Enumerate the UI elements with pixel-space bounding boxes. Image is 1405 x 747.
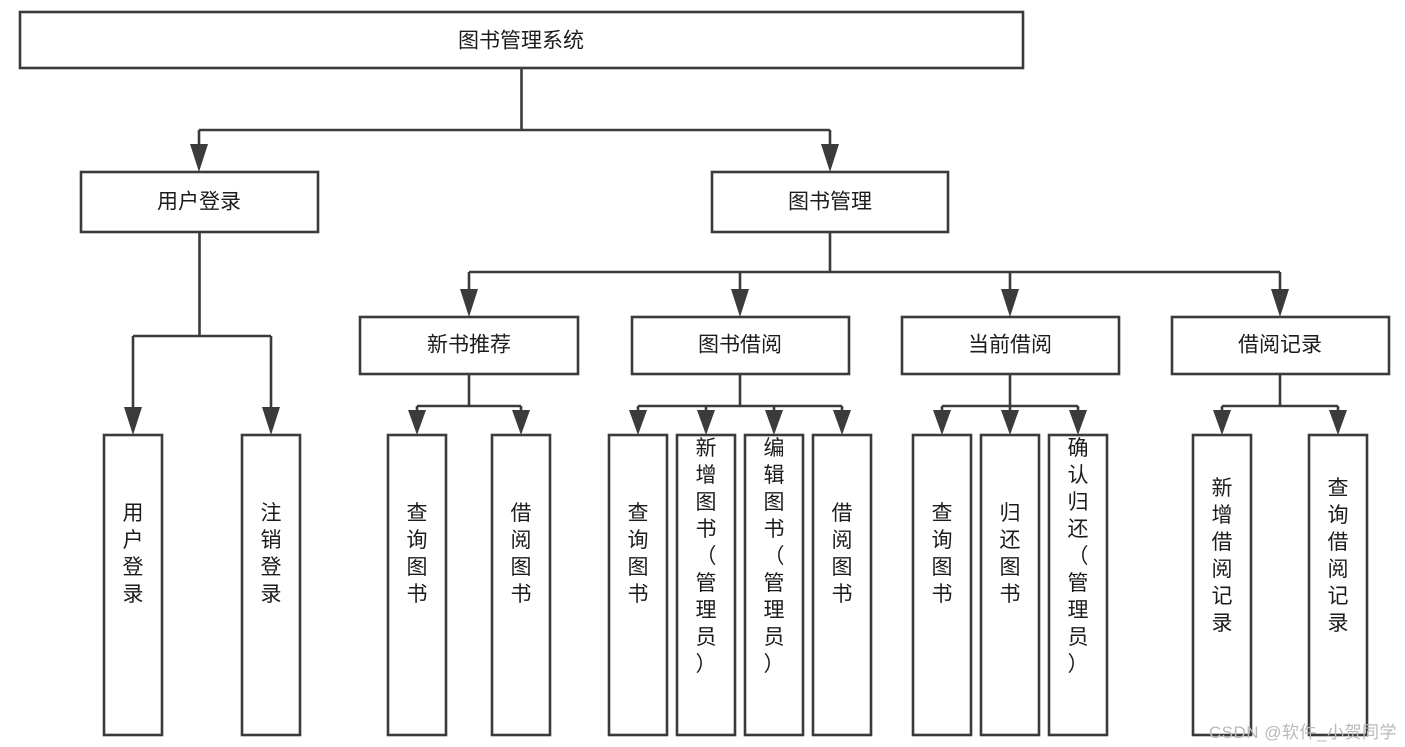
node-book-borrow[interactable]: 图书借阅 [630, 315, 851, 376]
node-leaf-query-book-2[interactable]: 查询图书 [607, 433, 669, 737]
node-leaf-borrow-book-2-label: 借阅图书 [832, 502, 853, 606]
node-leaf-user-login-label: 用户登录 [123, 502, 144, 606]
node-new-book-recommend-label: 新书推荐 [427, 334, 511, 357]
node-leaf-add-record-box[interactable] [1191, 433, 1253, 737]
arrowhead-new-book-recommend [460, 289, 478, 317]
node-leaf-add-record-label: 新增借阅记录 [1212, 477, 1233, 635]
node-leaf-query-book-2-label: 查询图书 [628, 502, 649, 606]
node-book-manage[interactable]: 图书管理 [710, 170, 950, 234]
arrowhead-leaf-query-book-2 [629, 410, 647, 435]
node-user-login[interactable]: 用户登录 [79, 170, 320, 234]
node-leaf-edit-book-box[interactable] [743, 433, 805, 737]
node-book-manage-label: 图书管理 [788, 191, 872, 214]
node-user-login-box[interactable] [79, 170, 320, 234]
node-new-book-recommend[interactable]: 新书推荐 [358, 315, 580, 376]
arrowhead-user-login [190, 144, 208, 172]
node-leaf-confirm-return-box[interactable] [1047, 433, 1109, 737]
node-leaf-query-book-3-box[interactable] [911, 433, 973, 737]
node-leaf-confirm-return[interactable]: 确认归还（管理员） [1047, 433, 1109, 737]
node-book-borrow-box[interactable] [630, 315, 851, 376]
arrowhead-leaf-add-record [1213, 410, 1231, 435]
node-book-borrow-label: 图书借阅 [698, 334, 782, 357]
node-leaf-logout-login-box[interactable] [240, 433, 302, 737]
node-leaf-return-book[interactable]: 归还图书 [979, 433, 1041, 737]
arrowhead-leaf-query-book-3 [933, 410, 951, 435]
node-leaf-add-book-label: 新增图书（管理员） [696, 437, 717, 676]
node-current-borrow-label: 当前借阅 [968, 334, 1052, 357]
node-borrow-record[interactable]: 借阅记录 [1170, 315, 1391, 376]
node-leaf-query-record[interactable]: 查询借阅记录 [1307, 433, 1369, 737]
arrowhead-leaf-add-book [697, 410, 715, 435]
node-leaf-user-login[interactable]: 用户登录 [102, 433, 164, 737]
node-leaf-borrow-book-1[interactable]: 借阅图书 [490, 433, 552, 737]
arrowhead-book-borrow [731, 289, 749, 317]
node-leaf-logout-login-label: 注销登录 [261, 502, 282, 606]
node-leaf-confirm-return-label: 确认归还（管理员） [1068, 437, 1089, 676]
node-root-box[interactable] [18, 10, 1025, 70]
arrowhead-leaf-query-record [1329, 410, 1347, 435]
node-leaf-query-book-1[interactable]: 查询图书 [386, 433, 448, 737]
node-leaf-add-book-box[interactable] [675, 433, 737, 737]
node-leaf-add-record[interactable]: 新增借阅记录 [1191, 433, 1253, 737]
connectors [124, 68, 1347, 435]
node-leaf-edit-book-label: 编辑图书（管理员） [764, 437, 785, 676]
node-leaf-query-book-1-box[interactable] [386, 433, 448, 737]
arrowhead-leaf-confirm-return [1069, 410, 1087, 435]
node-leaf-query-record-box[interactable] [1307, 433, 1369, 737]
node-leaf-user-login-box[interactable] [102, 433, 164, 737]
node-leaf-borrow-book-1-box[interactable] [490, 433, 552, 737]
node-borrow-record-label: 借阅记录 [1238, 334, 1322, 357]
node-leaf-return-book-label: 归还图书 [1000, 502, 1021, 606]
node-root[interactable]: 图书管理系统 [18, 10, 1025, 70]
node-borrow-record-box[interactable] [1170, 315, 1391, 376]
node-leaf-borrow-book-2-box[interactable] [811, 433, 873, 737]
arrowhead-book-manage [821, 144, 839, 172]
node-book-manage-box[interactable] [710, 170, 950, 234]
node-current-borrow-box[interactable] [900, 315, 1121, 376]
arrowhead-leaf-borrow-book-2 [833, 410, 851, 435]
arrowhead-leaf-return-book [1001, 410, 1019, 435]
node-leaf-edit-book[interactable]: 编辑图书（管理员） [743, 433, 805, 737]
node-user-login-label: 用户登录 [157, 191, 241, 214]
node-root-label: 图书管理系统 [458, 30, 584, 53]
node-leaf-query-book-3-label: 查询图书 [932, 502, 953, 606]
node-leaf-query-book-1-label: 查询图书 [407, 502, 428, 606]
arrowhead-leaf-logout-login [262, 407, 280, 435]
node-leaf-query-record-label: 查询借阅记录 [1328, 477, 1349, 635]
node-leaf-logout-login[interactable]: 注销登录 [240, 433, 302, 737]
node-leaf-query-book-2-box[interactable] [607, 433, 669, 737]
arrowhead-leaf-user-login [124, 407, 142, 435]
arrowhead-leaf-edit-book [765, 410, 783, 435]
node-current-borrow[interactable]: 当前借阅 [900, 315, 1121, 376]
arrowhead-leaf-query-book-1 [408, 410, 426, 435]
arrowhead-current-borrow [1001, 289, 1019, 317]
node-leaf-query-book-3[interactable]: 查询图书 [911, 433, 973, 737]
node-leaf-return-book-box[interactable] [979, 433, 1041, 737]
arrowhead-leaf-borrow-book-1 [512, 410, 530, 435]
node-leaf-add-book[interactable]: 新增图书（管理员） [675, 433, 737, 737]
node-new-book-recommend-box[interactable] [358, 315, 580, 376]
node-leaf-borrow-book-1-label: 借阅图书 [511, 502, 532, 606]
csdn-watermark: CSDN @软件_小贺同学 [1208, 723, 1397, 742]
node-leaf-borrow-book-2[interactable]: 借阅图书 [811, 433, 873, 737]
arrowhead-borrow-record [1271, 289, 1289, 317]
